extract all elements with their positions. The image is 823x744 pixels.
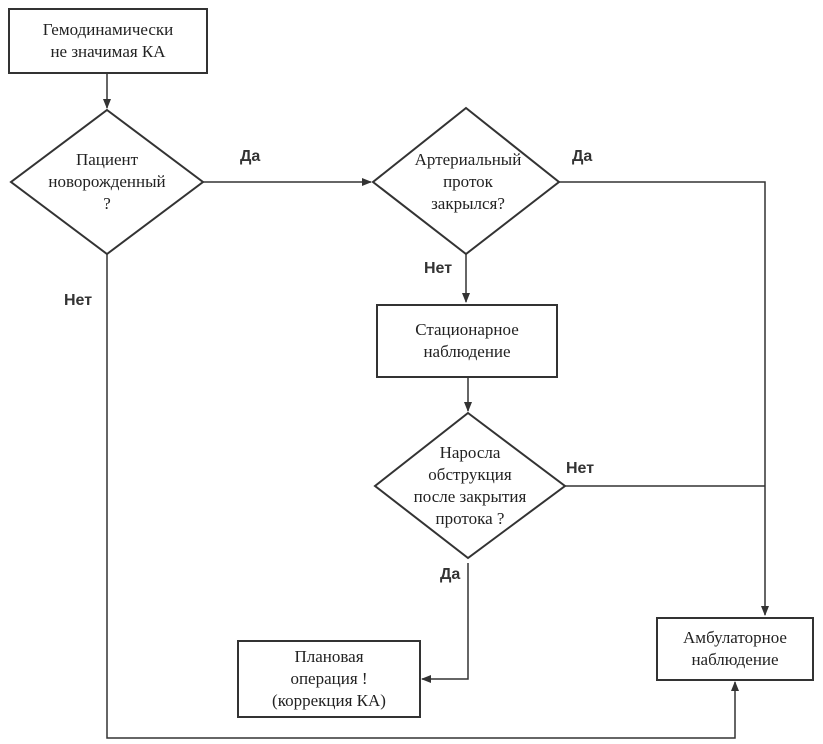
edge-obstruction-yes [421, 563, 469, 683]
surgery-line-2: операция ! [290, 669, 368, 688]
planned-surgery-box: Плановая операция ! (коррекция КА) [237, 640, 421, 718]
decision-duct-line-2: проток [443, 172, 493, 191]
decision-duct-text: Артериальный проток закрылся? [394, 144, 542, 220]
start-box: Гемодинамически не значимая КА [8, 8, 208, 74]
outpatient-line-1: Амбулаторное [683, 628, 787, 647]
decision-obstruction-line-1: Наросла [439, 443, 501, 462]
label-obstruction-yes: Да [440, 566, 461, 583]
decision-obstruction-diamond [373, 411, 567, 560]
decision-newborn-line-1: Пациент [75, 150, 139, 169]
label-obstruction-no: Нет [566, 460, 595, 477]
start-line-2: не значимая КА [50, 42, 166, 61]
edge-newborn-no [106, 254, 739, 739]
decision-duct-line-1: Артериальный [414, 150, 522, 169]
decision-obstruction-line-2: обструкция [428, 465, 512, 484]
decision-newborn-line-3: ? [103, 194, 111, 213]
decision-obstruction-line-4: протока ? [435, 509, 505, 528]
hospital-line-2: наблюдение [423, 342, 511, 361]
decision-newborn-text: Пациент новорожденный ? [37, 144, 177, 220]
label-duct-yes: Да [572, 148, 593, 165]
start-line-1: Гемодинамически [42, 20, 174, 39]
edge-duct-yes [559, 181, 769, 616]
surgery-line-1: Плановая [294, 647, 364, 666]
outpatient-line-2: наблюдение [691, 650, 779, 669]
outpatient-observation-box: Амбулаторное наблюдение [656, 617, 814, 681]
decision-duct-line-3: закрылся? [431, 194, 505, 213]
label-newborn-no: Нет [64, 292, 93, 309]
hospital-line-1: Стационарное [415, 320, 519, 339]
hospital-observation-box: Стационарное наблюдение [376, 304, 558, 378]
decision-obstruction-text: Наросла обструкция после закрытия проток… [390, 438, 550, 534]
decision-newborn-line-2: новорожденный [48, 172, 166, 191]
decision-obstruction-line-3: после закрытия [413, 487, 527, 506]
label-newborn-yes: Да [240, 148, 261, 165]
surgery-line-3: (коррекция КА) [272, 691, 386, 710]
label-duct-no: Нет [424, 260, 453, 277]
